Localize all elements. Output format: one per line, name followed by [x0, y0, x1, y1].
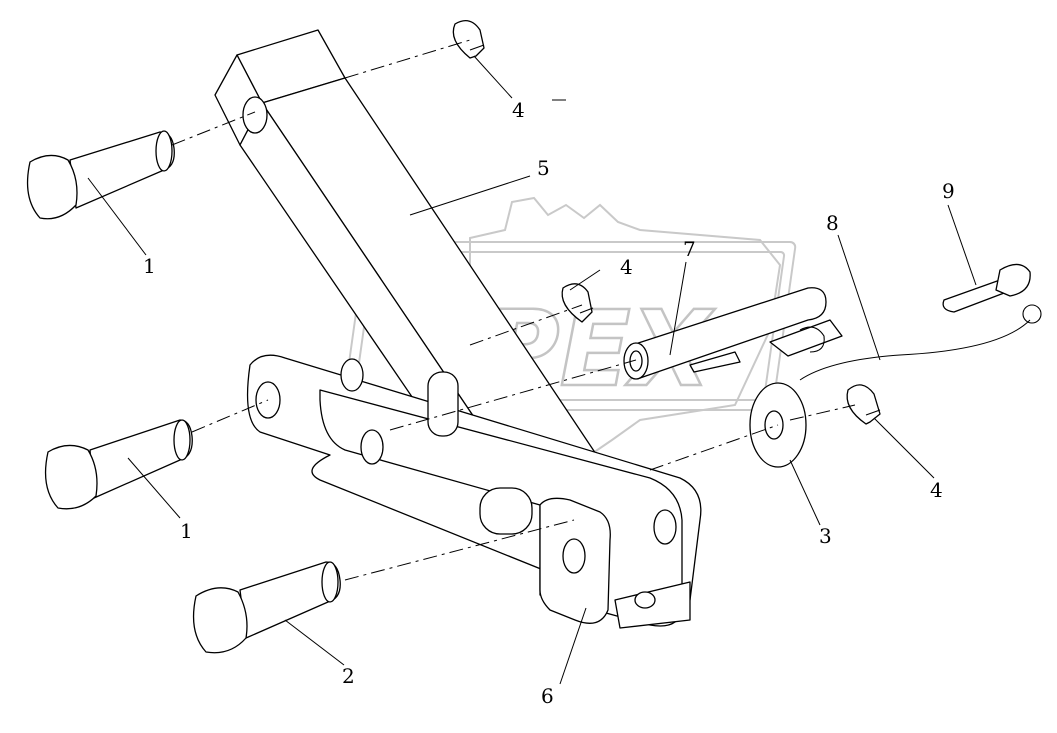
leader-lines	[87, 55, 977, 685]
bracket-foot-boss	[634, 591, 656, 609]
callout-1-lower: 1	[180, 519, 193, 543]
callout-5: 5	[537, 156, 550, 180]
arm-top-hole	[242, 96, 268, 134]
callout-7: 7	[683, 237, 696, 261]
centerlines	[171, 39, 856, 581]
part-1-pin-lower	[44, 419, 193, 510]
callout-2: 2	[342, 664, 355, 688]
snap-ring-middle	[561, 283, 594, 323]
part-9-pin	[799, 263, 1042, 381]
bracket-hole-upper	[340, 358, 364, 392]
part-7-tube	[623, 287, 843, 380]
bracket-hole-tab	[562, 538, 586, 574]
callout-labels: 1 1 2 3 4 4 4 5 6 7 8 9	[143, 98, 955, 708]
part-2-pin	[192, 561, 341, 654]
part-1-pin-upper	[26, 130, 175, 220]
callout-9: 9	[942, 179, 955, 203]
bracket-hole-right	[653, 509, 677, 545]
callout-3: 3	[819, 524, 832, 548]
callout-4-right: 4	[930, 478, 943, 502]
callout-4-middle: 4	[620, 255, 633, 279]
bracket-hole-mid	[360, 429, 384, 465]
callout-8: 8	[826, 211, 839, 235]
lanyard-cord	[799, 319, 1031, 381]
part-6-bracket	[246, 354, 702, 629]
snap-ring-top	[452, 19, 485, 59]
callout-6: 6	[541, 684, 554, 708]
snap-ring-right	[846, 384, 881, 425]
bracket-slot-upper	[427, 371, 459, 437]
bracket-slot-lower	[479, 487, 533, 535]
callout-1-upper: 1	[143, 254, 156, 278]
callout-4-top: 4	[512, 98, 525, 122]
